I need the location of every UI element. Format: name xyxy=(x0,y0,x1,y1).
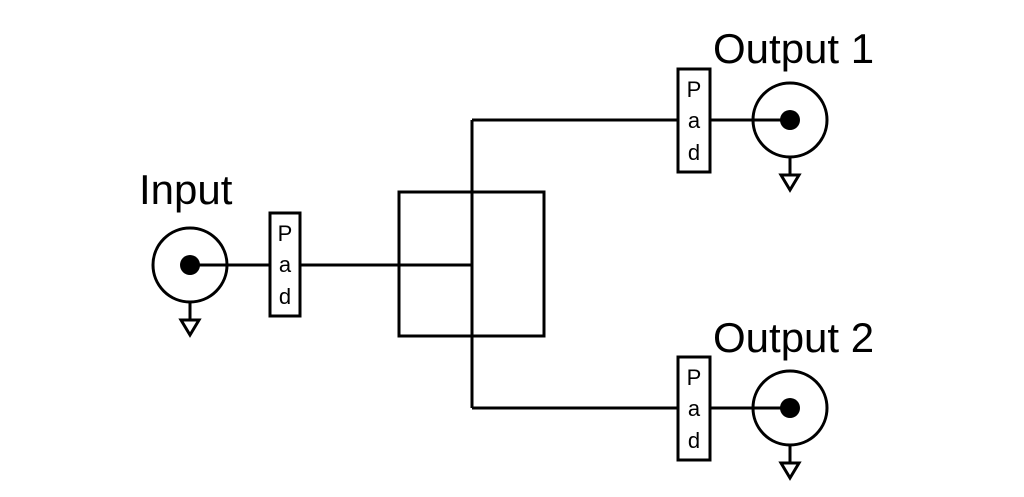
input-pad: P a d xyxy=(268,211,302,318)
pad-letter: a xyxy=(688,108,701,133)
ground-symbol-icon xyxy=(778,445,802,481)
input-label: Input xyxy=(139,166,233,213)
pad-letter: d xyxy=(279,284,291,309)
connector-center-pin xyxy=(780,398,800,418)
output-1-pad: P a d xyxy=(676,67,712,174)
pad-letter: P xyxy=(687,77,702,102)
connector-center-pin xyxy=(180,255,200,275)
pad-letter: d xyxy=(688,140,700,165)
output-2-connector xyxy=(751,369,829,481)
output-2-pad: P a d xyxy=(676,355,712,462)
pad-letter: a xyxy=(688,396,701,421)
output-1-label: Output 1 xyxy=(713,25,874,72)
output-2-label: Output 2 xyxy=(713,314,874,361)
input-connector xyxy=(151,226,229,338)
pad-letter: P xyxy=(687,365,702,390)
output-1-connector xyxy=(751,81,829,193)
splitter-box xyxy=(397,190,546,338)
pad-letter: P xyxy=(278,221,293,246)
pad-letter: d xyxy=(688,428,700,453)
ground-symbol-icon xyxy=(778,157,802,193)
connector-center-pin xyxy=(780,110,800,130)
ground-symbol-icon xyxy=(178,302,202,338)
pad-letter: a xyxy=(279,252,292,277)
